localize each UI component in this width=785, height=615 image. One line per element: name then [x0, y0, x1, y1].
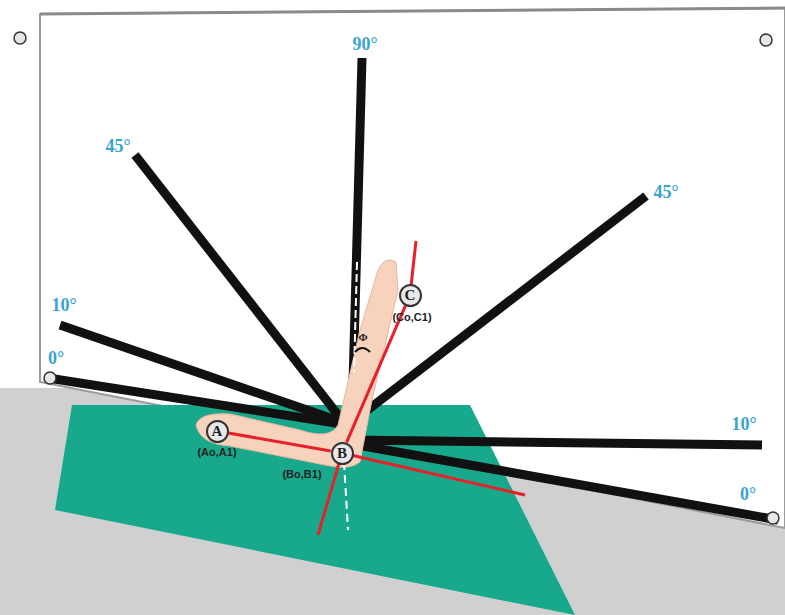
coordinate-label: (Bo,B1) — [282, 468, 321, 480]
coordinate-label: (Co,C1) — [392, 311, 431, 323]
point-letter: A — [212, 424, 223, 439]
vertical-reference — [344, 462, 348, 530]
bolt — [44, 372, 56, 384]
angle-label: 45° — [105, 136, 130, 157]
angle-label: 0° — [48, 348, 64, 369]
segment-line — [228, 433, 330, 451]
angle-line — [60, 325, 342, 422]
red-line — [318, 453, 342, 535]
segment-extensions — [318, 241, 525, 535]
leg — [196, 260, 398, 468]
angle-lines — [48, 58, 778, 520]
point-letter: C — [405, 288, 416, 303]
point-marker: B — [331, 442, 354, 465]
angle-symbol: Φ — [358, 331, 367, 343]
angle-line — [352, 196, 646, 422]
angle-label: 0° — [740, 484, 756, 505]
point-marker: C — [399, 284, 422, 307]
angle-label: 10° — [731, 414, 756, 435]
point-letter: B — [337, 446, 347, 461]
coordinate-label: (Ao,A1) — [197, 446, 236, 458]
angle-line — [48, 378, 342, 424]
bolt — [767, 512, 779, 524]
bolt — [14, 32, 26, 44]
red-line — [342, 453, 525, 495]
angle-label: 90° — [352, 34, 377, 55]
bolts — [14, 32, 779, 524]
angle-arc — [355, 348, 370, 352]
bolt — [760, 34, 772, 46]
board-top — [40, 8, 785, 14]
segment-line — [347, 306, 406, 443]
angle-label: 10° — [51, 295, 76, 316]
angle-line — [352, 444, 778, 520]
point-marker: A — [206, 420, 229, 443]
angle-line — [135, 155, 342, 420]
angle-label: 45° — [653, 182, 678, 203]
vertical-reference — [354, 262, 357, 372]
angle-line — [352, 440, 762, 445]
